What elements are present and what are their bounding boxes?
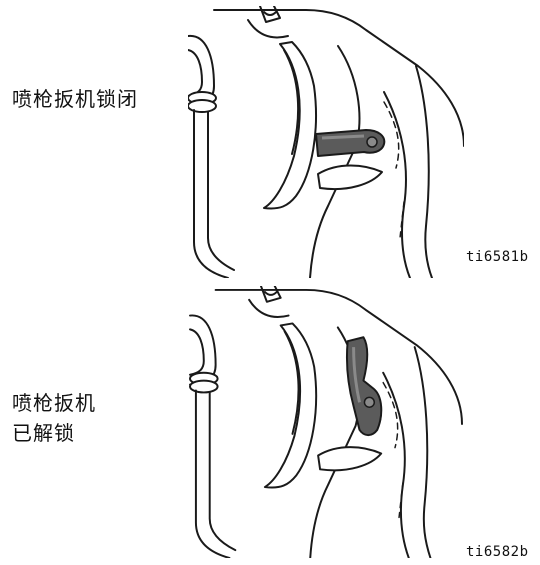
fluid-hose	[194, 389, 231, 558]
spray-gun-illustration	[189, 286, 463, 558]
trigger-lock-engaged	[315, 129, 386, 157]
caption-line: 喷枪扳机	[12, 391, 96, 415]
gun-body	[213, 9, 464, 147]
spray-gun-illustration	[188, 6, 464, 278]
figure-reference-id: ti6581b	[466, 249, 529, 265]
fluid-hose	[193, 109, 229, 278]
trigger-lock-disengaged	[345, 336, 383, 437]
caption-line: 已解锁	[12, 421, 75, 445]
figure-caption: 喷枪扳机锁闭	[12, 84, 138, 114]
figure-reference-id: ti6582b	[466, 544, 529, 560]
trigger	[263, 322, 318, 489]
caption-line: 喷枪扳机锁闭	[12, 87, 138, 111]
figure-caption: 喷枪扳机 已解锁	[12, 388, 96, 448]
trigger	[263, 41, 317, 210]
figure-trigger-locked: 喷枪扳机锁闭	[0, 0, 540, 282]
figure-trigger-unlocked: 喷枪扳机 已解锁	[0, 282, 540, 565]
